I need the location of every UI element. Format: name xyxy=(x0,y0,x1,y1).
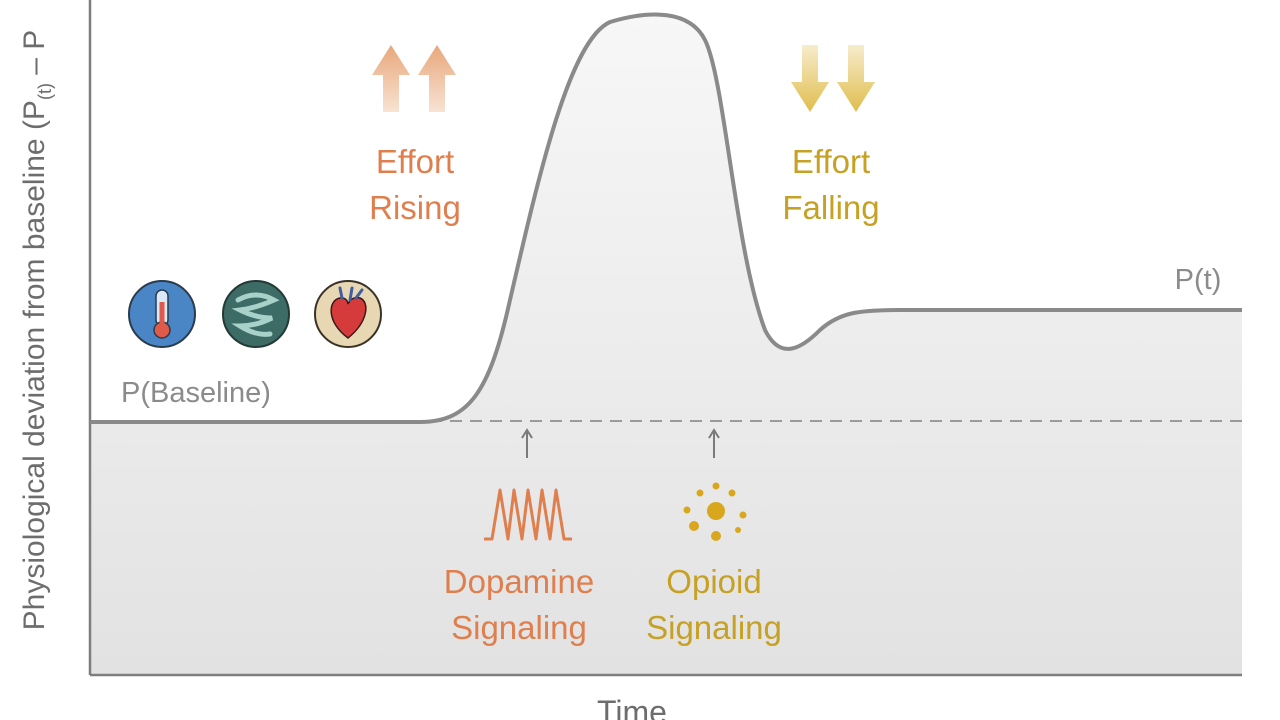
up-arrows-icon xyxy=(372,45,456,112)
dopamine-line1: Dopamine xyxy=(443,563,595,600)
down-arrows-icon xyxy=(791,45,875,112)
dopamine-line2: Signaling xyxy=(451,609,587,646)
molecule-burst-icon xyxy=(683,482,747,541)
effort-falling-label: Effort Falling xyxy=(782,139,879,231)
opioid-pointer-arrow xyxy=(708,428,720,458)
thermometer-icon xyxy=(128,280,196,348)
effort-rising-line1: Effort xyxy=(375,143,455,180)
p-t-curve xyxy=(90,12,1242,424)
opioid-line2: Signaling xyxy=(646,609,782,646)
curve-area xyxy=(90,14,1242,675)
effort-rising-label: Effort Rising xyxy=(369,139,461,231)
effort-falling-line2: Falling xyxy=(782,189,880,226)
dopamine-signaling-label: Dopamine Signaling xyxy=(444,559,594,651)
heart-icon xyxy=(314,280,382,348)
y-axis-label: Physiological deviation from baseline (P… xyxy=(18,29,55,631)
p-t-label: P(t) xyxy=(1174,264,1222,296)
opioid-line1: Opioid xyxy=(666,563,762,600)
intestine-icon xyxy=(222,280,290,348)
dopamine-pointer-arrow xyxy=(521,428,533,458)
effort-falling-line1: Effort xyxy=(791,143,871,180)
opioid-signaling-label: Opioid Signaling xyxy=(646,559,782,651)
baseline-label: P(Baseline) xyxy=(121,377,271,409)
spike-train-icon xyxy=(484,488,572,541)
x-axis-label: Time xyxy=(597,694,667,720)
effort-rising-line2: Rising xyxy=(369,189,461,226)
